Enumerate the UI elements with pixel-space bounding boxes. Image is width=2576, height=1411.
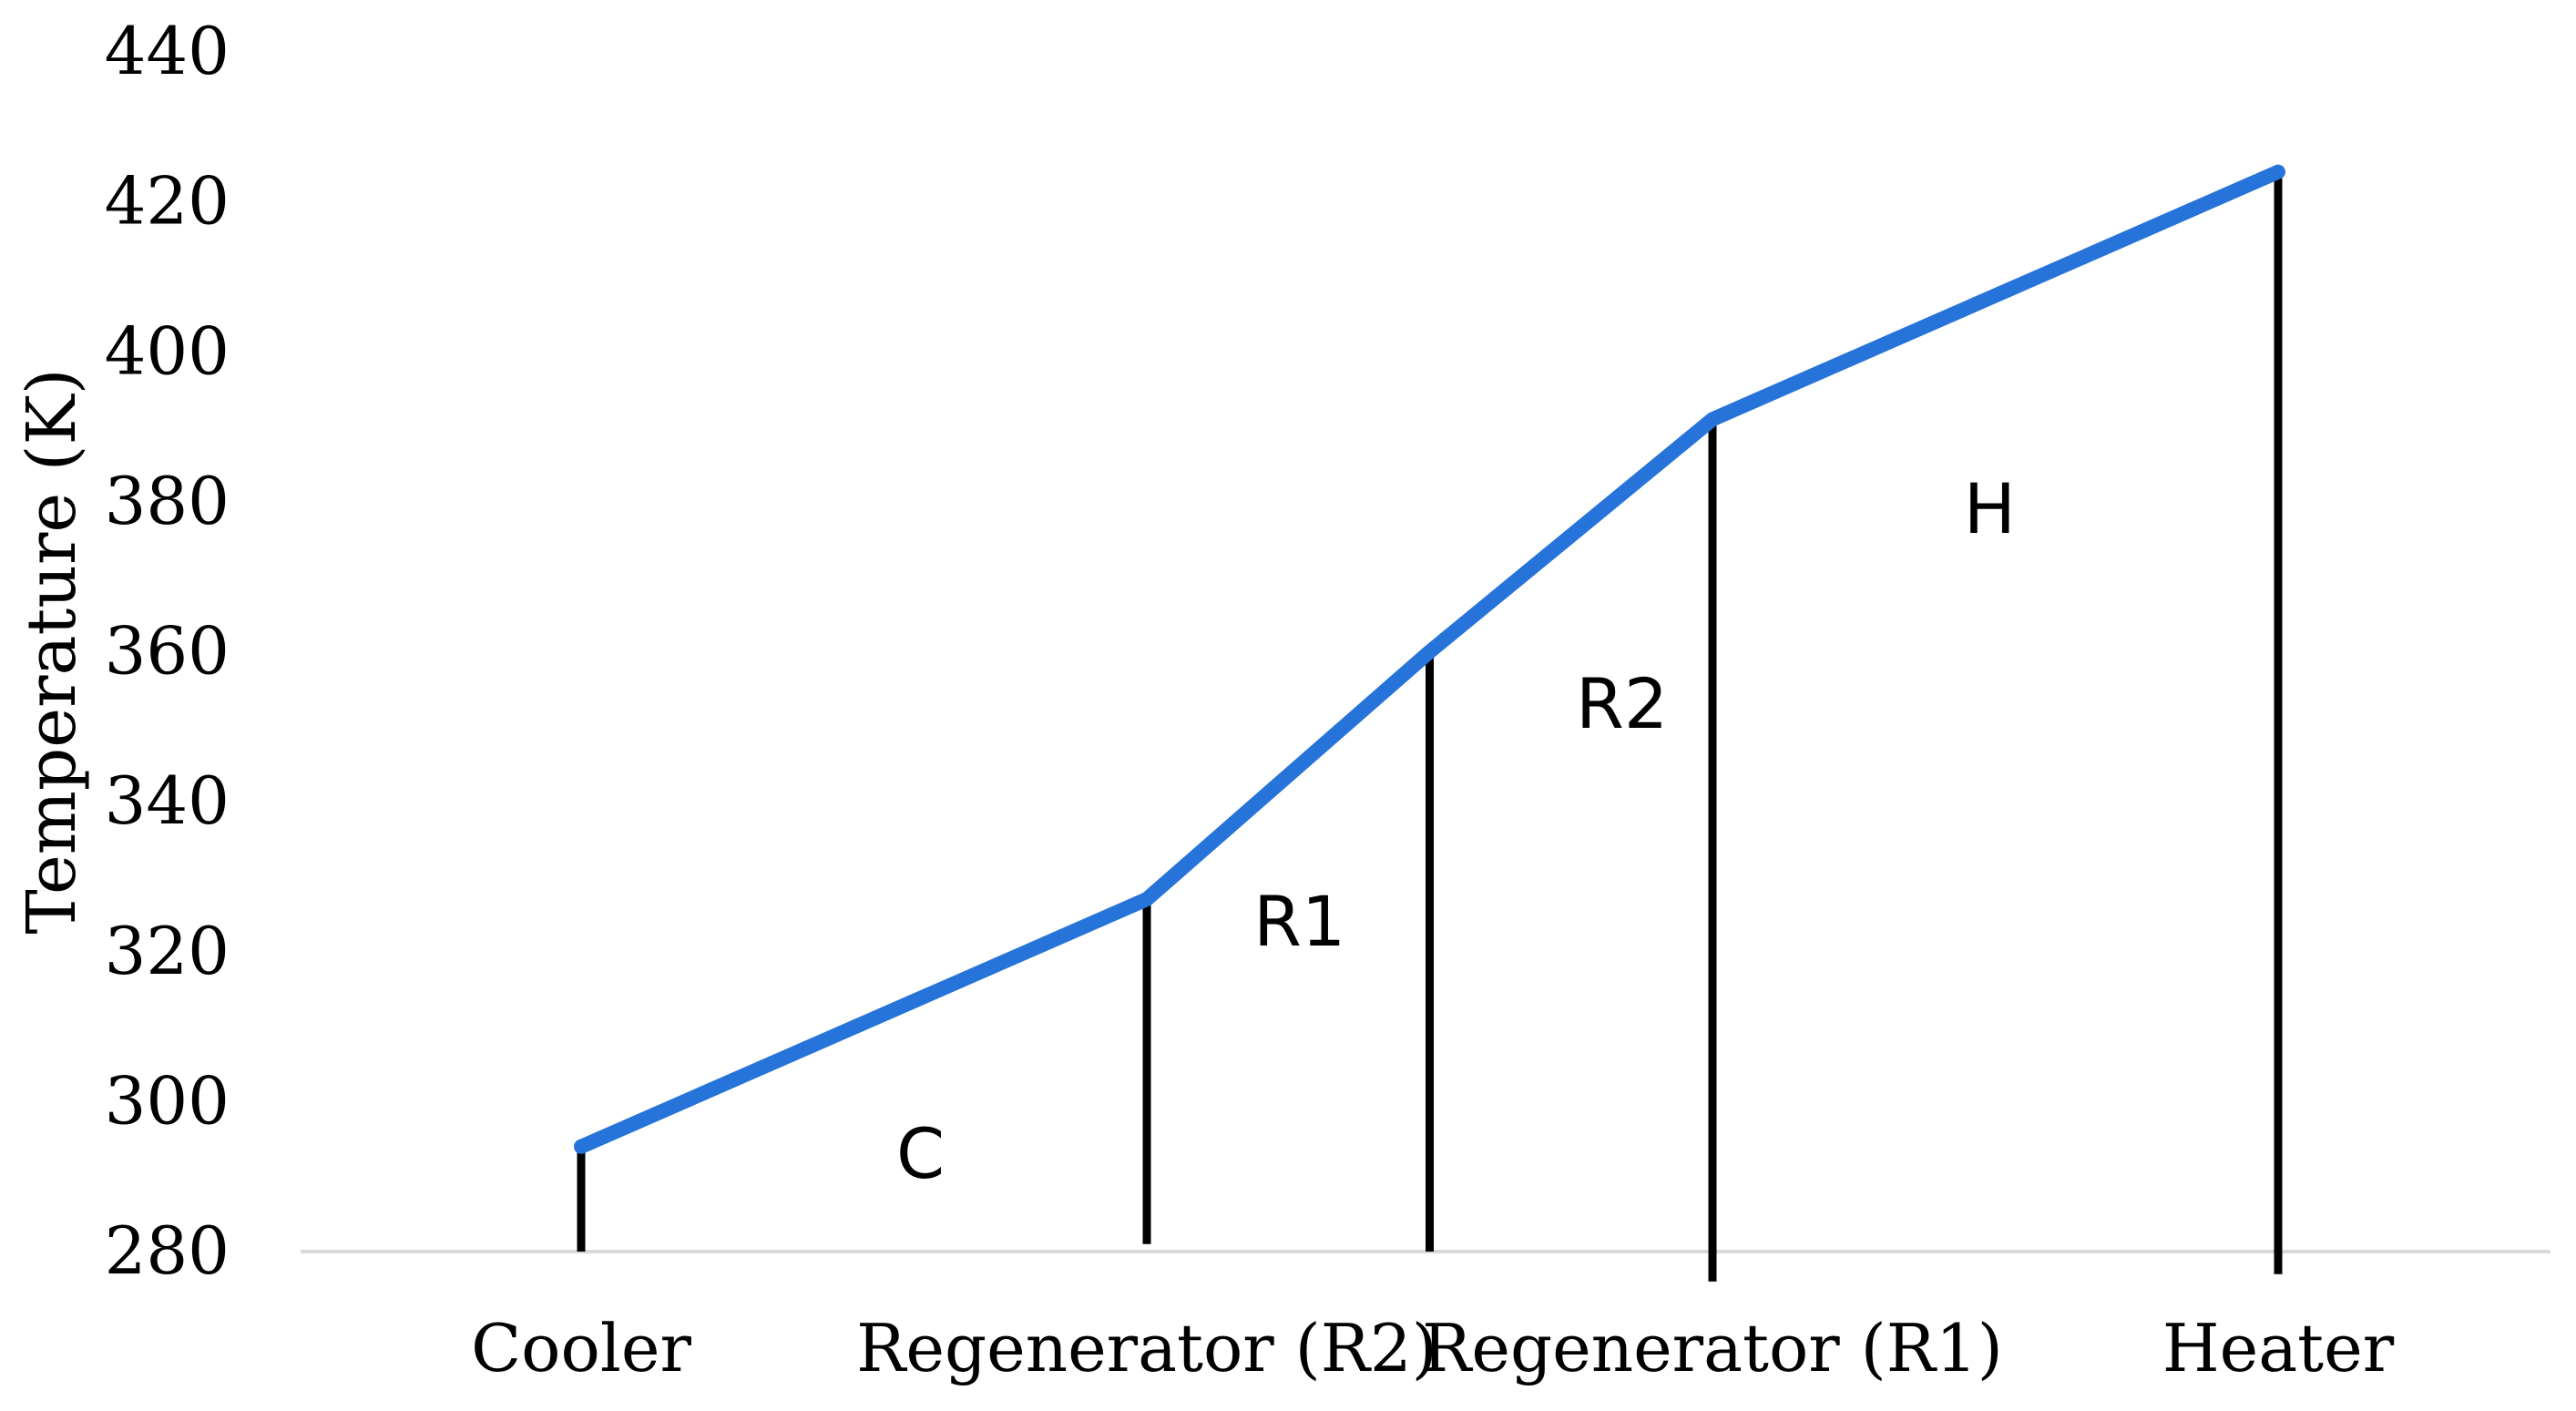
y-tick-label: 360	[105, 613, 230, 690]
y-tick-label: 440	[105, 13, 230, 89]
x-category-label: Heater	[2162, 1310, 2395, 1386]
y-tick-label: 420	[105, 163, 230, 240]
y-tick-label: 320	[105, 913, 230, 989]
y-axis-title: Temperature (K)	[13, 368, 91, 934]
region-labels: C R1 R2 H	[896, 468, 2016, 1194]
x-category-label: Cooler	[471, 1310, 691, 1386]
y-tick-labels: 280 300 320 340 360 380 400 420 440	[105, 13, 230, 1289]
y-tick-label: 340	[105, 762, 230, 839]
region-label-r1: R1	[1253, 881, 1345, 962]
x-category-label: Regenerator (R1)	[1422, 1310, 2003, 1386]
y-tick-label: 280	[105, 1212, 230, 1289]
y-tick-label: 300	[105, 1062, 230, 1139]
x-category-labels: Cooler Regenerator (R2)Regenerator (R1) He…	[471, 1310, 2395, 1386]
region-label-h: H	[1964, 468, 2016, 549]
region-label-c: C	[896, 1113, 945, 1194]
temperature-line	[574, 164, 2285, 1154]
vertical-lines	[577, 171, 2283, 1282]
y-tick-label: 380	[105, 463, 230, 539]
region-label-r2: R2	[1576, 663, 1668, 744]
y-tick-label: 400	[105, 312, 230, 389]
x-category-label: Regenerator (R2)	[856, 1310, 1437, 1386]
